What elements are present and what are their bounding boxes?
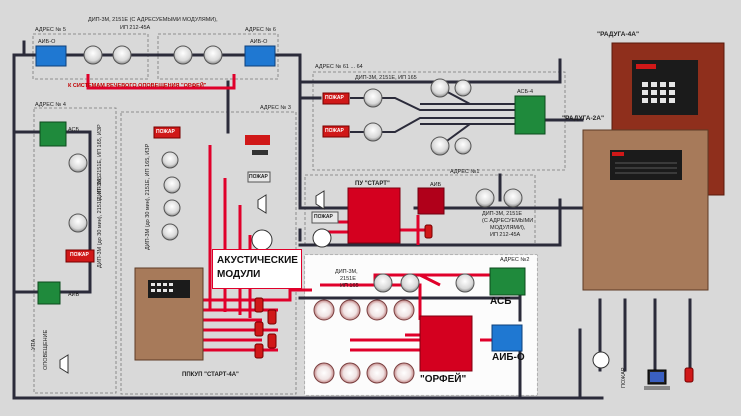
asb-4-module [514, 95, 546, 135]
asb-2-label: АСБ [490, 296, 512, 307]
zone-label-addr1: АДРЕС №1 [450, 169, 480, 175]
top-detector-spec-1: ДИП-3М, 2151Е (С АДРЕСУЕМЫМИ МОДУЛЯМИ), [88, 17, 218, 23]
asb-2-module [489, 267, 526, 296]
zone-label-addr4: АДРЕС № 4 [35, 102, 66, 108]
spec-addr1-3: МОДУЛЯМИ), [490, 225, 526, 231]
pozhar-start-label: ПОЖАР [314, 214, 333, 220]
aib-o-module-left [35, 45, 67, 67]
spec-61-label: ДИП-3М, 2151Е, ИП 165 [355, 75, 417, 81]
asb-module-left [39, 121, 67, 147]
spec-addr1-4: ИП 212-45А [490, 232, 521, 238]
pu-start-module [347, 187, 401, 244]
fire-extinguisher-icon [254, 224, 694, 383]
raduga-2a-panel [582, 129, 709, 291]
valve-icon [252, 150, 268, 155]
aib-o-right-label: АИБ-О [250, 39, 268, 45]
ppkup-start-4a-panel [134, 267, 204, 361]
aib-1-label: АИБ [430, 182, 442, 188]
acoustic-module-icons [313, 299, 415, 384]
pozhar-bottom-label: ПОЖАР [621, 367, 627, 388]
aib-module-left [37, 281, 61, 305]
pozhar-61-bottom-label: ПОЖАР [325, 128, 344, 134]
top-detector-spec-2: ИП 212-45А [120, 25, 151, 31]
fire-truck-icon [245, 135, 270, 145]
zone-label-addr61-64: АДРЕС № 61 ... 64 [315, 64, 363, 70]
spec-addr2-1: ДИП-3М, [335, 269, 358, 275]
orfey-label: "ОРФЕЙ" [420, 374, 467, 385]
zone-label-addr5: АДРЕС № 5 [35, 27, 66, 33]
smoke-detector-icon [68, 45, 523, 293]
pozhar-siren-label: ПОЖАР [249, 174, 268, 180]
spec-addr1-1: ДИП-3М, 2151Е [482, 211, 523, 217]
pozhar-mid-label: ПОЖАР [156, 129, 175, 135]
spec-addr1-2: (С АДРЕСУЕМЫМИ [482, 218, 534, 224]
raduga-2a-label: "РАДУГА-2А" [562, 115, 605, 122]
acoustic-label-1: АКУСТИЧЕСКИЕ [217, 255, 298, 266]
aib-o-2-label: АИБ-О [492, 352, 525, 363]
aib-o-2-module [491, 324, 523, 352]
left-spec-b-label: ДИП-3М (до 30 мин), 2151Е, ИП 165 [97, 175, 103, 268]
computer-icon [644, 369, 670, 390]
zone-label-addr6: АДРЕС № 6 [245, 27, 276, 33]
pu-start-label: ПУ "СТАРТ" [355, 181, 390, 187]
ppkup-label: ППКУП "СТАРТ-4А" [182, 372, 239, 378]
asb-left-label: АСБ [68, 127, 80, 133]
fan-icon [251, 228, 610, 369]
siren-icon [59, 190, 325, 374]
manual-call-point-icon [65, 92, 350, 263]
pozhar-left-label: ПОЖАР [70, 252, 89, 258]
spec-addr2-2: 2151Е [340, 276, 356, 282]
raduga-4a-label: "РАДУГА-4А" [597, 31, 640, 38]
spec-addr2-3: ИП 165 [340, 283, 359, 289]
aib-o-left-label: АИБ-О [38, 39, 56, 45]
asb-4-label: АСБ-4 [517, 89, 534, 95]
aib-1-module [417, 187, 445, 215]
pozhar-61-top-label: ПОЖАР [325, 95, 344, 101]
to-voice-systems-label: К СИСТЕМАМ РЕЧЕВОГО ОПОВЕЩЕНИЯ "ОРФЕЙ" [68, 83, 207, 89]
aib-left-label: АИБ [68, 292, 80, 298]
aib-o-module-right [244, 45, 276, 67]
red-wires [86, 74, 505, 352]
orfey-module [419, 315, 473, 372]
upa-label: УПА [31, 338, 37, 350]
acoustic-label-2: МОДУЛИ [217, 269, 261, 280]
zone-label-addr3: АДРЕС № 3 [260, 105, 291, 111]
zone-label-addr2: АДРЕС №2 [500, 257, 530, 263]
opoveshchenie-label: ОПОВЕЩЕНИЕ [43, 329, 49, 370]
mid-spec-label: ДИП-3М (до 30 мин), 2151Е, ИП 165, ИЗР [145, 143, 151, 250]
acoustic-modules-callout: АКУСТИЧЕСКИЕ МОДУЛИ [212, 249, 302, 289]
